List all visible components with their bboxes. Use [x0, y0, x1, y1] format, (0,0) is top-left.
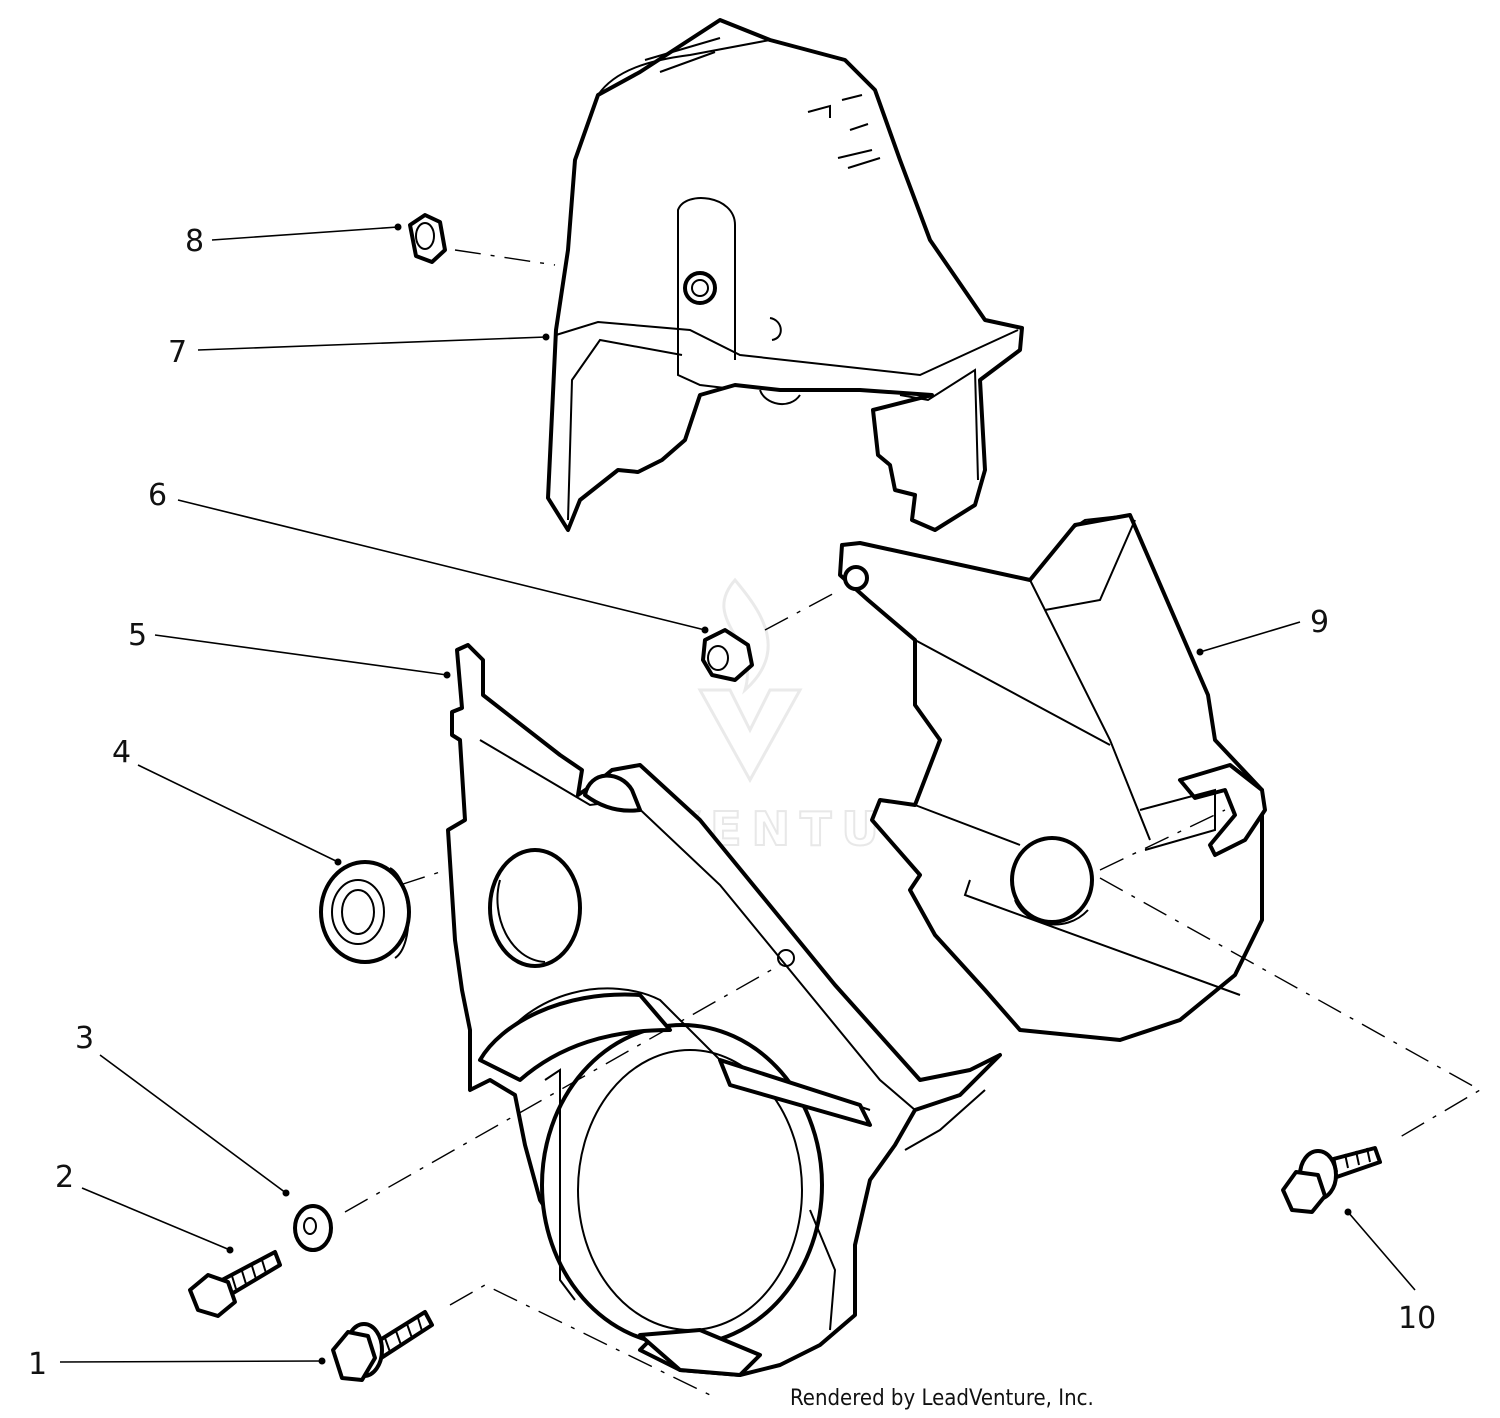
callout-5: 5	[128, 618, 147, 653]
callout-6: 6	[148, 478, 167, 513]
leader-lines	[59, 223, 1416, 1365]
callout-3: 3	[75, 1021, 94, 1056]
part-4-seal	[319, 860, 411, 964]
part-2-hex-bolt	[188, 1250, 282, 1318]
part-8-flange-nut	[408, 213, 447, 264]
part-9-rear-cover	[838, 513, 1267, 1042]
assembly-lines	[344, 249, 1482, 1396]
part-6-nut	[701, 628, 754, 682]
render-credit: Rendered by LeadVenture, Inc.	[790, 1386, 1094, 1411]
part-1-flange-bolt	[331, 1310, 434, 1382]
callout-1: 1	[28, 1347, 47, 1382]
callout-9: 9	[1310, 605, 1329, 640]
callout-10: 10	[1398, 1301, 1436, 1336]
callout-4: 4	[112, 735, 131, 770]
part-3-washer	[293, 1204, 333, 1252]
callout-7: 7	[168, 335, 187, 370]
part-7-upper-cover	[546, 18, 1024, 532]
callout-2: 2	[55, 1160, 74, 1195]
callout-8: 8	[185, 224, 204, 259]
part-10-flange-bolt	[1281, 1146, 1382, 1214]
callout-labels: 1 2 3 4 5 6 7 8 9 10	[28, 224, 1436, 1382]
part-5-lower-cover	[446, 643, 1002, 1377]
